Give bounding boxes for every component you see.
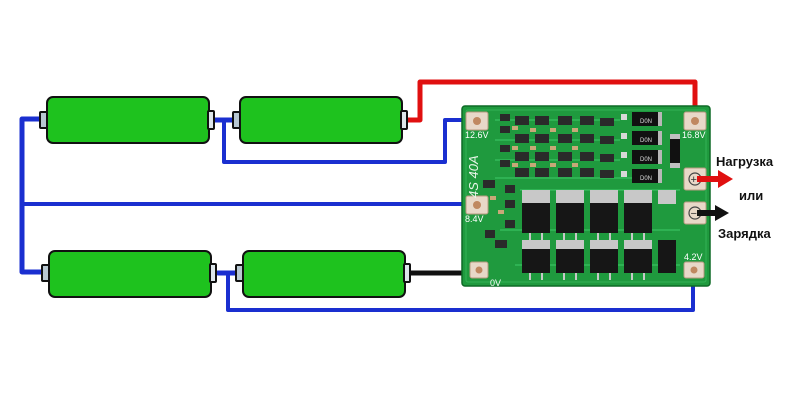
blue-wire-4v2 [226,271,695,312]
load-arrow-icon [697,170,733,188]
blue-wire-12v6 [222,118,474,164]
battery-cells [39,96,411,298]
board-model-text: 4S 40A [466,155,481,198]
wires [19,79,698,312]
charge-label: Зарядка [718,226,771,241]
pad-label-16v8: 16.8V [682,130,706,140]
load-label: Нагрузка [716,154,774,169]
output-terminals: + − [683,167,707,225]
terminal-minus-icon: − [691,208,697,220]
pad-label-0v: 0V [490,278,501,288]
battery-cell-2 [232,96,408,144]
battery-cell-4 [235,250,411,298]
chip-2: D0N [632,131,662,145]
bms-board: 12.6V 16.8V 8.4V 0V 4.2V 4S 40A [461,105,711,288]
pad-label-8v4: 8.4V [465,214,484,224]
pad-label-4v2: 4.2V [684,252,703,262]
blue-wire-left-loop [19,116,45,275]
battery-cell-1 [39,96,215,144]
chip-3: D0N [632,150,662,164]
terminal-plus-icon: + [691,174,697,186]
pad-label-12v6: 12.6V [465,130,489,140]
charge-arrow-icon [697,205,729,221]
red-wire-16v8 [401,79,698,123]
protection-chips: D0N D0N D0N D0N [632,112,680,183]
chip-2-marking: D0N [640,138,652,144]
chip-4: D0N [632,169,662,183]
mosfet-array [522,190,676,280]
chip-3-marking: D0N [640,157,652,163]
smd-components [483,114,627,248]
chip-1: D0N [632,112,662,126]
output-arrows [697,170,733,221]
chip-1-marking: D0N [640,119,652,125]
battery-cell-3 [41,250,217,298]
or-label: или [739,188,763,203]
chip-4-marking: D0N [640,176,652,182]
